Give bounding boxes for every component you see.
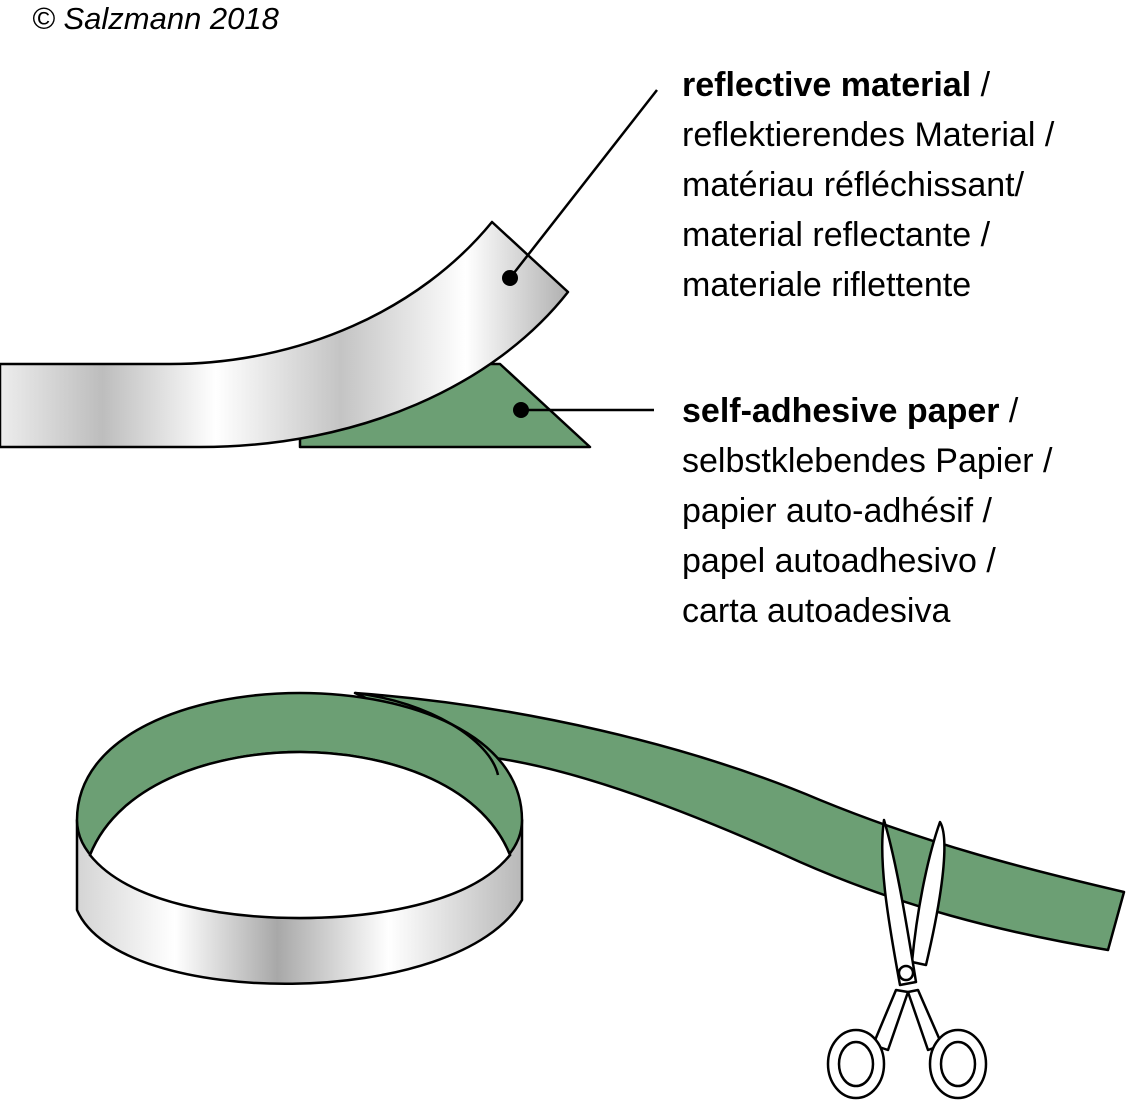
adhesive-translation-de: selbstklebendes Papier / (682, 442, 1053, 480)
scissors-icon (826, 818, 988, 1100)
adhesive-title: self-adhesive paper (682, 392, 1000, 430)
reflective-translation-de: reflektierendes Material / (682, 116, 1055, 154)
reflective-leader-line (509, 89, 658, 279)
adhesive-title-line: self-adhesive paper / (682, 386, 1052, 436)
adhesive-paper-label: self-adhesive paper / selbstklebendes Pa… (682, 386, 1052, 636)
reflective-material-strip (0, 220, 570, 449)
adhesive-title-suffix: / (999, 392, 1019, 430)
adhesive-translation-it: carta autoadesiva (682, 592, 951, 630)
tape-roll-opening (88, 750, 512, 920)
tape-roll-inner-rim (354, 691, 500, 776)
reflective-title: reflective material (682, 66, 972, 104)
reflective-material-label: reflective material / reflektierendes Ma… (682, 60, 1054, 310)
reflective-translation-es: material reflectante / (682, 216, 991, 254)
reflective-title-line: reflective material / (682, 60, 1054, 110)
reflective-translation-it: materiale riflettente (682, 266, 972, 304)
reflective-leader-dot (502, 270, 518, 286)
copyright-notice: © Salzmann 2018 (32, 1, 279, 36)
adhesive-translation-es: papel autoadhesivo / (682, 542, 996, 580)
reflective-translation-fr: matériau réfléchissant/ (682, 166, 1025, 204)
adhesive-leader-dot (513, 402, 529, 418)
reflective-title-suffix: / (971, 66, 991, 104)
adhesive-translation-fr: papier auto-adhésif / (682, 492, 992, 530)
